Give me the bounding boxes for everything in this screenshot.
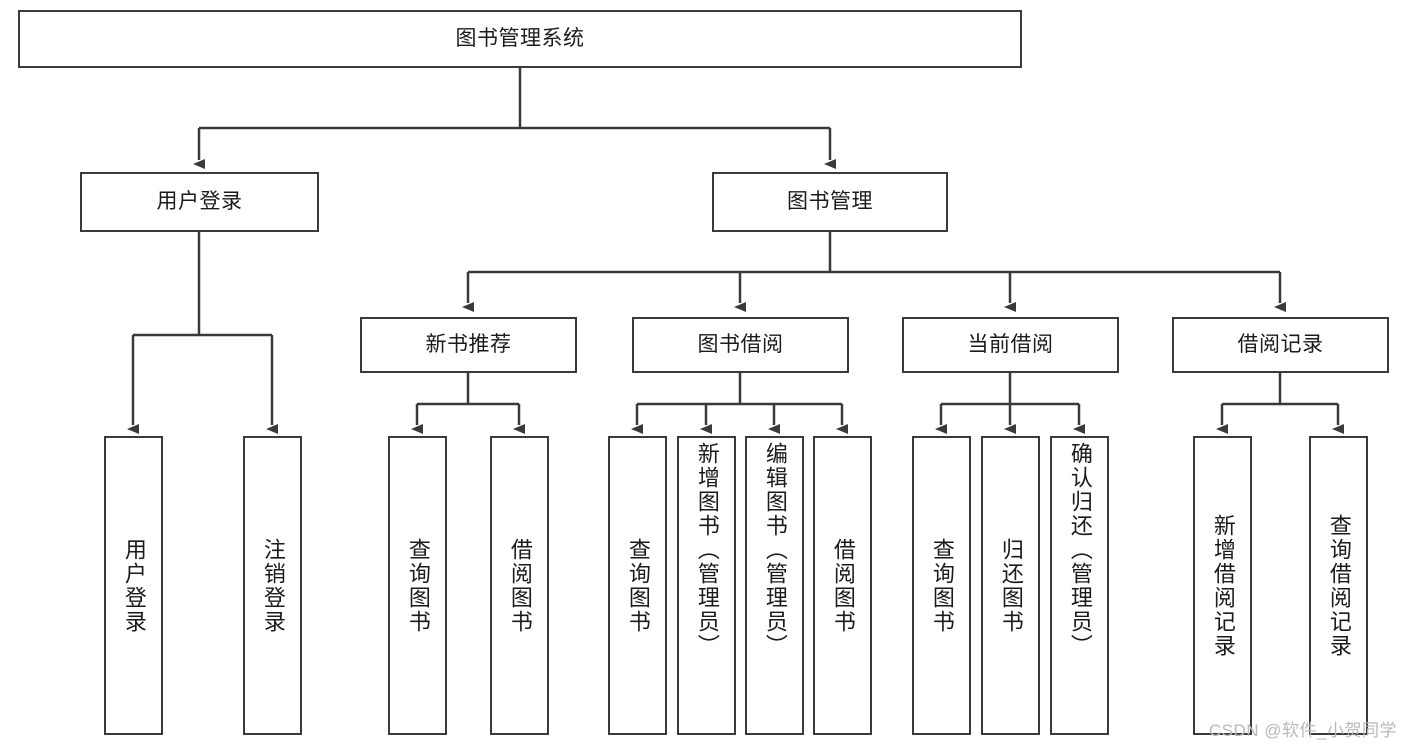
node-leaf-edit-book[interactable]: 编辑图书（管理员） — [745, 436, 804, 735]
node-leaf-return-book[interactable]: 归还图书 — [981, 436, 1040, 735]
node-leaf-query-book-2-label: 查询图书 — [625, 537, 651, 634]
node-leaf-return-book-label: 归还图书 — [998, 537, 1024, 634]
node-book-management-label: 图书管理 — [787, 189, 873, 213]
node-leaf-query-book-2[interactable]: 查询图书 — [608, 436, 667, 735]
node-leaf-query-record[interactable]: 查询借阅记录 — [1309, 436, 1368, 735]
node-leaf-borrow-book-2-label: 借阅图书 — [830, 537, 856, 634]
node-leaf-query-book-3[interactable]: 查询图书 — [912, 436, 971, 735]
node-leaf-query-book-1-label: 查询图书 — [405, 537, 431, 634]
node-leaf-add-record[interactable]: 新增借阅记录 — [1193, 436, 1252, 735]
node-leaf-borrow-book-1[interactable]: 借阅图书 — [490, 436, 549, 735]
node-borrow-record-label: 借阅记录 — [1237, 332, 1324, 356]
node-leaf-logout-label: 注销登录 — [260, 537, 286, 634]
node-leaf-borrow-book-2[interactable]: 借阅图书 — [813, 436, 872, 735]
node-leaf-query-book-1[interactable]: 查询图书 — [388, 436, 447, 735]
node-leaf-confirm-return-label: 确认归还（管理员） — [1067, 442, 1093, 658]
node-borrow-record[interactable]: 借阅记录 — [1172, 317, 1389, 373]
node-user-login-label: 用户登录 — [156, 189, 243, 213]
node-user-login[interactable]: 用户登录 — [80, 172, 319, 232]
node-book-borrow[interactable]: 图书借阅 — [632, 317, 849, 373]
node-leaf-add-book[interactable]: 新增图书（管理员） — [677, 436, 736, 735]
node-leaf-borrow-book-1-label: 借阅图书 — [507, 537, 533, 634]
node-leaf-logout[interactable]: 注销登录 — [243, 436, 302, 735]
node-leaf-query-book-3-label: 查询图书 — [929, 537, 955, 634]
watermark-text: CSDN @软件_小贺同学 — [1208, 721, 1397, 740]
node-root-label: 图书管理系统 — [455, 26, 585, 50]
node-book-management[interactable]: 图书管理 — [712, 172, 948, 232]
node-leaf-add-record-label: 新增借阅记录 — [1210, 513, 1236, 658]
node-leaf-query-record-label: 查询借阅记录 — [1326, 513, 1352, 658]
node-leaf-add-book-label: 新增图书（管理员） — [694, 442, 720, 658]
node-leaf-edit-book-label: 编辑图书（管理员） — [762, 442, 788, 658]
node-leaf-user-login-label: 用户登录 — [121, 537, 147, 634]
node-book-borrow-label: 图书借阅 — [697, 332, 784, 356]
node-new-book-recommend-label: 新书推荐 — [425, 332, 512, 356]
node-current-borrow-label: 当前借阅 — [967, 332, 1054, 356]
node-current-borrow[interactable]: 当前借阅 — [902, 317, 1119, 373]
node-leaf-confirm-return[interactable]: 确认归还（管理员） — [1050, 436, 1109, 735]
node-new-book-recommend[interactable]: 新书推荐 — [360, 317, 577, 373]
node-root[interactable]: 图书管理系统 — [18, 10, 1022, 68]
node-leaf-user-login[interactable]: 用户登录 — [104, 436, 163, 735]
